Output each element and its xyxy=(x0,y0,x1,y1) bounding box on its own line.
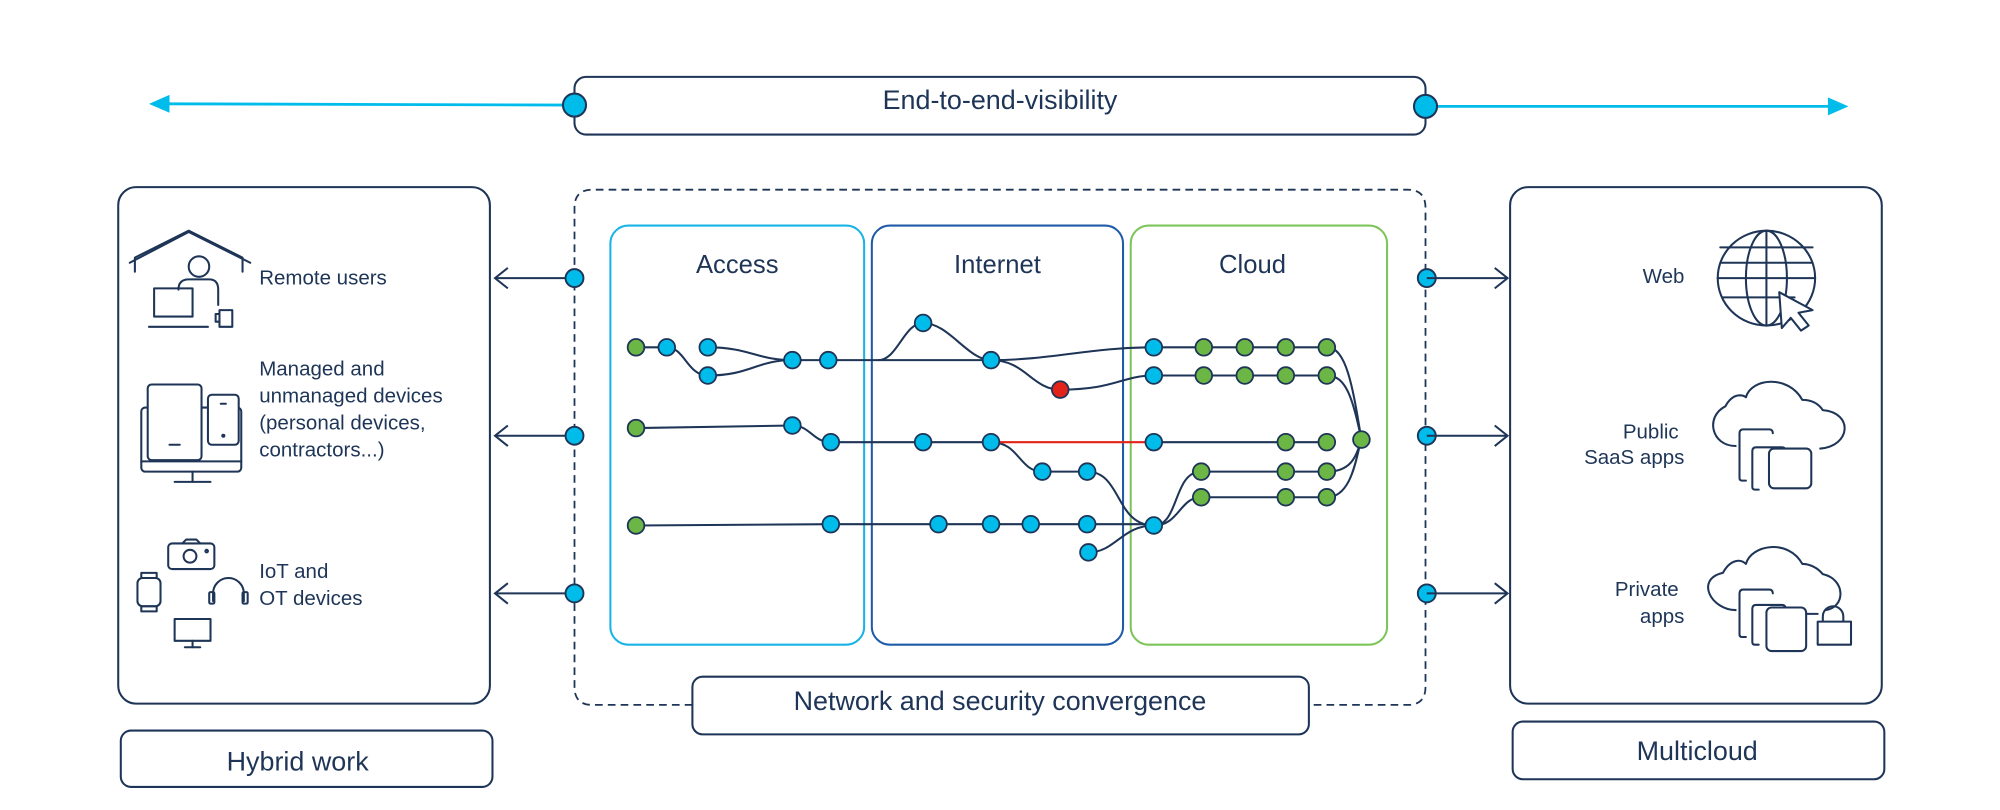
iot-devices-icon xyxy=(136,538,249,649)
threat-node xyxy=(1051,380,1070,399)
network-node xyxy=(913,432,933,452)
network-node xyxy=(1144,516,1164,535)
convergence-title: Network and security convergence xyxy=(794,686,1207,716)
network-node xyxy=(929,514,948,534)
network-node xyxy=(819,350,838,370)
endpoint-node xyxy=(1317,488,1337,507)
convergence-title-box: Network and security convergence xyxy=(691,675,1310,736)
port-node xyxy=(564,268,585,289)
connector-web xyxy=(1426,267,1510,290)
remote-users-label: Remote users xyxy=(259,267,387,290)
zone-access xyxy=(609,224,866,646)
connector-private xyxy=(1426,582,1510,605)
endpoint-node xyxy=(1276,432,1296,452)
network-node xyxy=(1077,462,1097,481)
web-label: Web xyxy=(1643,265,1685,288)
endpoint-node xyxy=(1235,338,1255,357)
port-node xyxy=(564,583,585,604)
visibility-label: End-to-end-visibility xyxy=(883,85,1118,115)
network-node xyxy=(981,350,1001,370)
visibility-arrow-left xyxy=(164,102,575,107)
multicloud-title: Multicloud xyxy=(1637,736,1758,766)
connector-saas xyxy=(1426,424,1510,447)
endpoint-node xyxy=(626,338,646,357)
zone-internet-label: Internet xyxy=(954,251,1041,279)
connector-remote-users xyxy=(493,267,575,290)
hybrid-connectors xyxy=(493,267,575,605)
hybrid-work-title-box: Hybrid work xyxy=(119,729,494,788)
arrowhead-right-icon xyxy=(1827,97,1849,116)
connector-iot xyxy=(493,582,575,605)
port-node xyxy=(564,425,585,446)
endpoint-node xyxy=(1276,462,1296,481)
network-node xyxy=(981,432,1001,452)
network-node xyxy=(1144,366,1164,385)
network-node xyxy=(913,313,933,333)
endpoint-node xyxy=(1194,338,1214,357)
endpoint-node xyxy=(1191,488,1211,507)
endpoint-node xyxy=(1317,432,1337,452)
endpoint-node xyxy=(1194,366,1214,385)
zone-cloud-label: Cloud xyxy=(1219,251,1286,279)
endpoint-node xyxy=(1191,462,1211,481)
network-node xyxy=(657,338,676,357)
endpoint-node xyxy=(1276,488,1296,507)
zone-access-label: Access xyxy=(696,251,779,279)
endpoint-node xyxy=(1317,366,1337,385)
hybrid-work-title: Hybrid work xyxy=(227,746,370,776)
private-apps-label: Private apps xyxy=(1615,578,1685,628)
network-node xyxy=(698,366,718,385)
endpoint-node xyxy=(1317,462,1337,481)
network-node xyxy=(698,338,718,357)
network-node xyxy=(1144,338,1164,357)
saas-label: Public SaaS apps xyxy=(1584,420,1684,469)
visibility-banner: End-to-end-visibility xyxy=(561,75,1439,136)
network-node xyxy=(821,514,841,534)
network-node xyxy=(821,432,841,452)
network-node xyxy=(981,514,1001,534)
network-nodes xyxy=(626,313,1371,562)
connector-devices xyxy=(493,424,575,447)
network-node xyxy=(1021,514,1040,534)
zone-internet xyxy=(870,224,1125,646)
zone-cloud xyxy=(1129,224,1389,646)
endpoint-node xyxy=(1276,338,1296,357)
cloud-private-apps-icon xyxy=(1707,546,1853,653)
endpoint-node xyxy=(1276,366,1296,385)
visibility-arrow xyxy=(148,94,1849,116)
endpoint-node xyxy=(1352,430,1371,449)
endpoint-node xyxy=(1317,338,1337,357)
globe-cursor-icon xyxy=(1716,229,1817,332)
endpoint-node xyxy=(1235,366,1255,385)
network-node xyxy=(1033,462,1052,481)
hybrid-work-panel: Remote users Managed and unmanaged devic… xyxy=(117,186,491,705)
network-node xyxy=(783,416,802,435)
network-node xyxy=(1077,514,1097,534)
endpoint-node xyxy=(626,516,646,535)
devices-label: Managed and unmanaged devices (personal … xyxy=(259,358,448,462)
convergence-panel: Access Internet Cloud xyxy=(564,188,1437,706)
banner-node-right xyxy=(1412,93,1439,119)
multicloud-title-box: Multicloud xyxy=(1511,720,1886,781)
banner-node-left xyxy=(561,92,588,118)
devices-icon xyxy=(140,383,243,483)
cloud-apps-icon xyxy=(1712,380,1846,491)
network-node xyxy=(783,350,802,370)
multicloud-connectors xyxy=(1426,267,1510,605)
network-node xyxy=(1144,432,1164,452)
network-node xyxy=(1079,543,1098,562)
arrowhead-left-icon xyxy=(148,94,170,113)
iot-label: IoT and OT devices xyxy=(259,560,362,610)
endpoint-node xyxy=(626,418,646,438)
multicloud-panel: Web Public SaaS apps Private apps xyxy=(1509,186,1883,705)
remote-user-icon xyxy=(128,229,252,328)
